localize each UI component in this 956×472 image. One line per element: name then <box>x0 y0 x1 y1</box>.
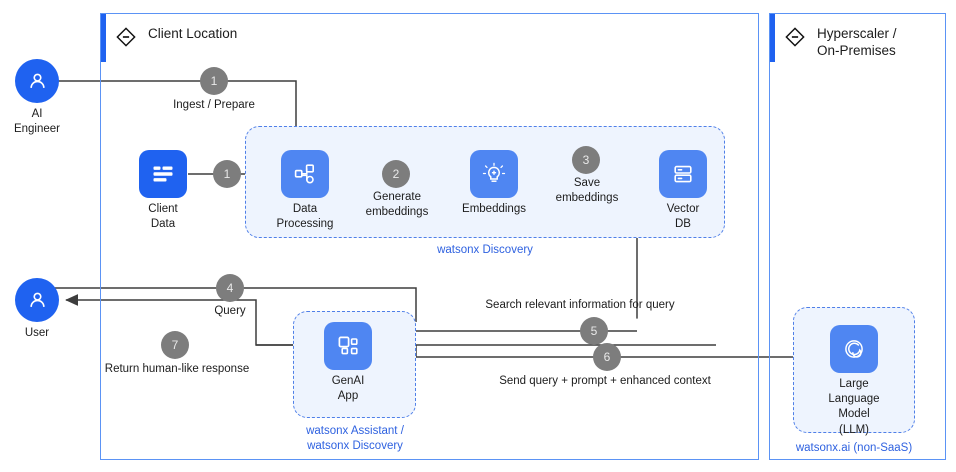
node-vector-db[interactable] <box>659 150 707 198</box>
group-watsonx-assistant-label: watsonx Assistant / watsonx Discovery <box>306 425 404 452</box>
node-embeddings[interactable] <box>470 150 518 198</box>
actor-ai-engineer[interactable] <box>15 59 59 103</box>
zone-hyperscaler <box>769 13 946 460</box>
node-data-processing-label: Data Processing <box>276 203 334 231</box>
zone-hyperscaler-header: Hyperscaler / On-Premises <box>784 25 897 60</box>
edge-label-send-query-prompt: Send query + prompt + enhanced context <box>499 375 711 387</box>
node-genai-app-label: GenAI App <box>331 375 365 403</box>
step-badge-6: 6 <box>593 343 621 371</box>
edge-label-save-embeddings: Save embeddings <box>555 177 619 205</box>
edge-label-generate-embeddings: Generate embeddings <box>365 191 429 219</box>
edge-label-return-response: Return human-like response <box>104 363 250 375</box>
lightbulb-icon <box>482 162 506 182</box>
zone-accent-bar <box>101 14 106 62</box>
step-badge-3: 3 <box>572 146 600 174</box>
user-icon <box>29 73 45 88</box>
node-embeddings-label: Embeddings <box>462 203 526 215</box>
database-icon <box>674 165 692 183</box>
actor-ai-engineer-label: AI Engineer <box>13 108 61 136</box>
node-llm[interactable] <box>830 325 878 373</box>
zone-title: Hyperscaler / On-Premises <box>817 26 897 59</box>
zone-client-location-header: Client Location <box>115 25 237 48</box>
zone-title: Client Location <box>148 26 238 41</box>
node-data-processing[interactable] <box>281 150 329 198</box>
step-badge-1-client-data: 1 <box>213 160 241 188</box>
node-llm-label: Large Language Model (LLM) <box>828 378 880 436</box>
group-watsonx-ai-label: watsonx.ai (non-SaaS) <box>795 442 913 454</box>
spiral-icon <box>845 340 863 358</box>
node-client-data[interactable] <box>139 150 187 198</box>
step-badge-5: 5 <box>580 317 608 345</box>
step-badge-7: 7 <box>161 331 189 359</box>
edge-label-query: Query <box>214 305 246 317</box>
zone-client-location <box>100 13 759 460</box>
node-vector-db-label: Vector DB <box>666 203 700 231</box>
step-badge-4: 4 <box>216 274 244 302</box>
apps-grid-icon <box>338 336 358 355</box>
group-watsonx-discovery-label: watsonx Discovery <box>437 244 533 256</box>
edge-label-ingest-prepare: Ingest / Prepare <box>173 99 255 111</box>
actor-user[interactable] <box>15 278 59 322</box>
node-client-data-label: Client Data <box>148 203 178 231</box>
flow-nodes-icon <box>294 164 315 184</box>
step-badge-2: 2 <box>382 160 410 188</box>
user-icon <box>29 292 45 307</box>
document-data-icon <box>153 166 173 182</box>
edge-label-search-relevant-info: Search relevant information for query <box>485 299 675 311</box>
zone-accent-bar <box>770 14 775 62</box>
diamond-minus-icon <box>115 26 137 48</box>
node-genai-app[interactable] <box>324 322 372 370</box>
step-badge-1-ingest: 1 <box>200 67 228 95</box>
actor-user-label: User <box>24 327 50 339</box>
diamond-minus-icon <box>784 26 806 48</box>
